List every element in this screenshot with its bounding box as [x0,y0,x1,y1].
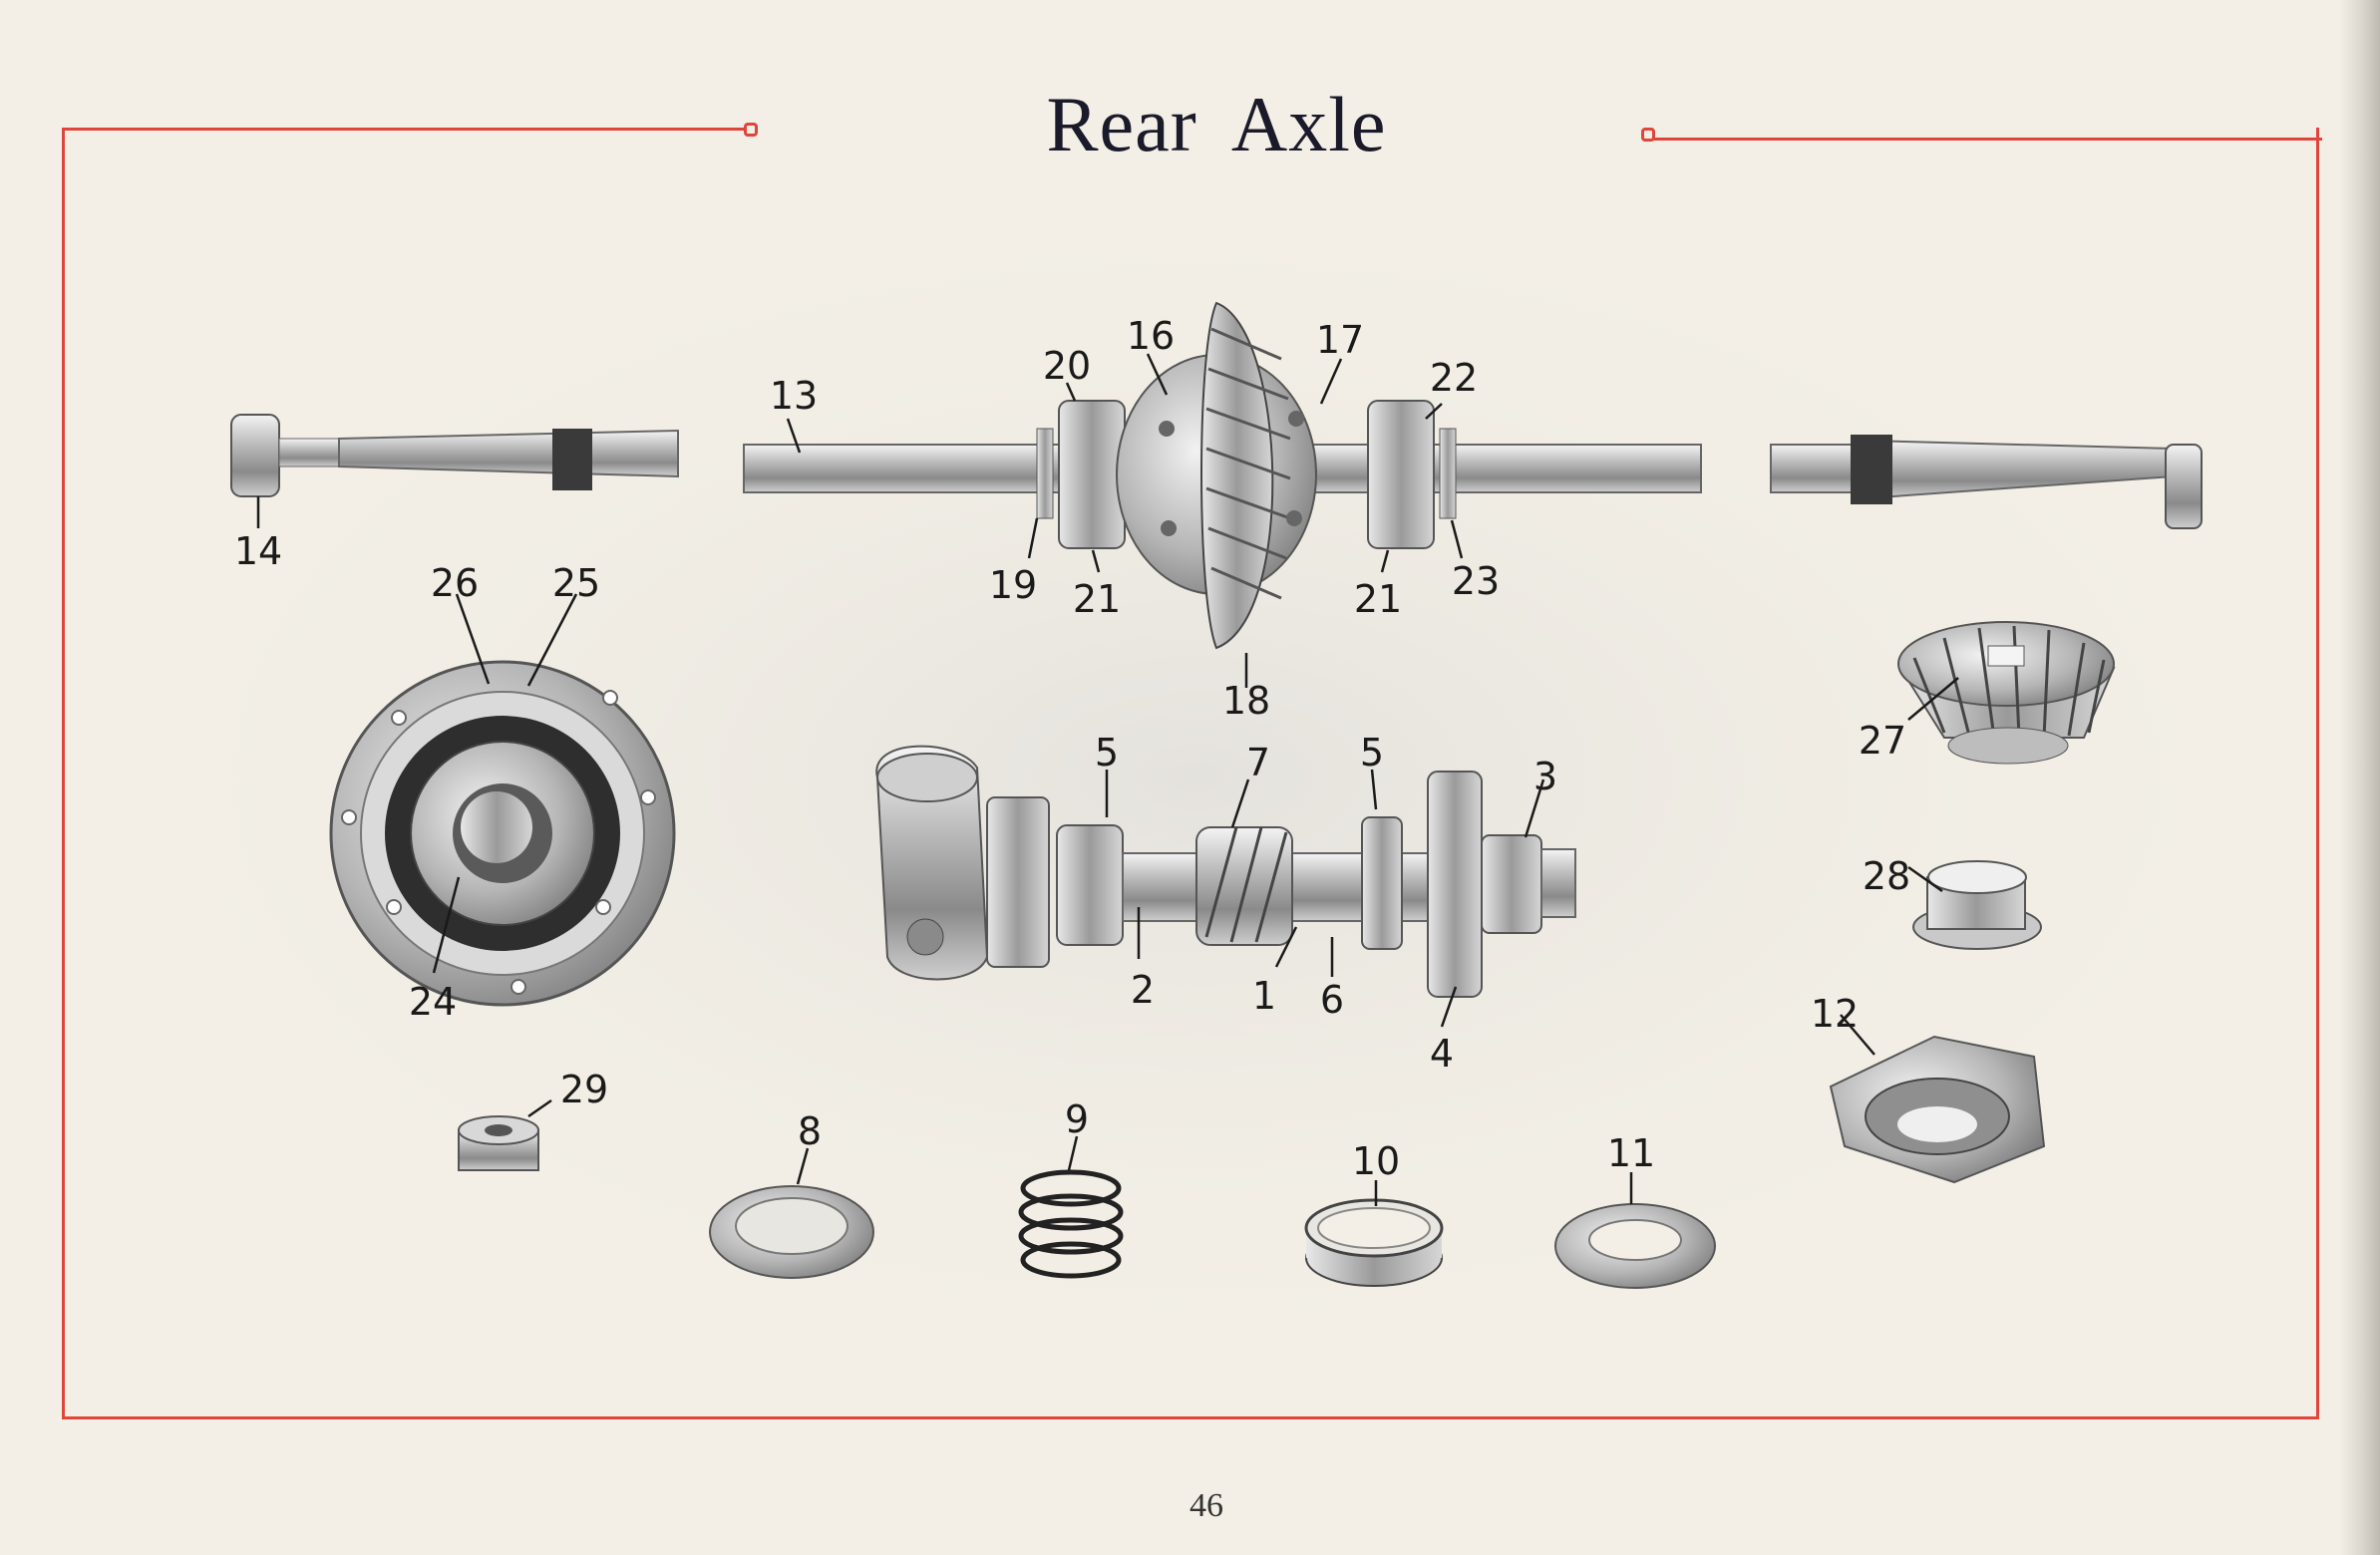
callout-11: 11 [1607,1131,1655,1175]
callout-23: 23 [1452,559,1500,603]
callout-29: 29 [560,1068,608,1111]
red-border-frame [62,128,2319,1419]
callout-14: 14 [234,529,282,573]
callout-8: 8 [798,1109,822,1153]
callout-13: 13 [770,374,818,418]
callout-9: 9 [1065,1097,1089,1141]
photo-background [150,219,2243,1336]
page-gutter-shadow [2340,0,2380,1555]
differential-case [329,660,676,1007]
pinion-shaft-assembly [875,745,1576,998]
bevel-pinion-gear [1897,621,2116,765]
bearing-housing-cover [1829,1035,2046,1184]
page-number: 46 [1190,1487,1223,1524]
callout-6: 6 [1320,978,1344,1022]
washer-11 [1554,1203,1716,1289]
callout-24: 24 [409,980,457,1024]
border-ornament-right [1641,128,1655,142]
callout-19: 19 [989,563,1037,607]
callout-4: 4 [1430,1032,1454,1076]
page-title: Rear Axle [1046,81,1387,167]
ring-10 [1304,1198,1444,1287]
callout-21a: 21 [1073,577,1121,621]
callout-10: 10 [1352,1139,1400,1183]
axle-shaft-left [230,414,679,497]
axle-differential-assembly [743,301,2203,650]
callout-1: 1 [1252,974,1276,1018]
callout-16: 16 [1127,314,1175,358]
callout-3: 3 [1533,755,1557,798]
border-top-left-line [62,128,750,131]
callout-21b: 21 [1354,577,1402,621]
border-ornament-left [744,123,758,137]
callout-25: 25 [552,561,600,605]
callout-5a: 5 [1095,731,1119,775]
callout-18: 18 [1222,679,1270,723]
callout-20: 20 [1043,344,1091,388]
callout-26: 26 [431,561,479,605]
callout-28: 28 [1863,854,1910,898]
callout-labels: 1 2 3 4 5 5 6 7 8 9 10 11 12 13 14 16 17… [234,314,1910,1183]
callout-leaders [256,353,1959,1206]
callout-7: 7 [1246,741,1270,784]
callout-2: 2 [1131,968,1155,1012]
callout-17: 17 [1316,318,1364,362]
washer-8 [709,1185,874,1279]
callout-12: 12 [1811,992,1859,1036]
callout-5b: 5 [1360,731,1384,775]
bearing-sleeve [1912,860,2042,950]
callout-27: 27 [1859,719,1906,763]
spring-9 [1018,1169,1124,1279]
border-top-right-line [1651,138,2322,141]
callout-22: 22 [1430,356,1478,400]
nut-29 [458,1115,539,1171]
